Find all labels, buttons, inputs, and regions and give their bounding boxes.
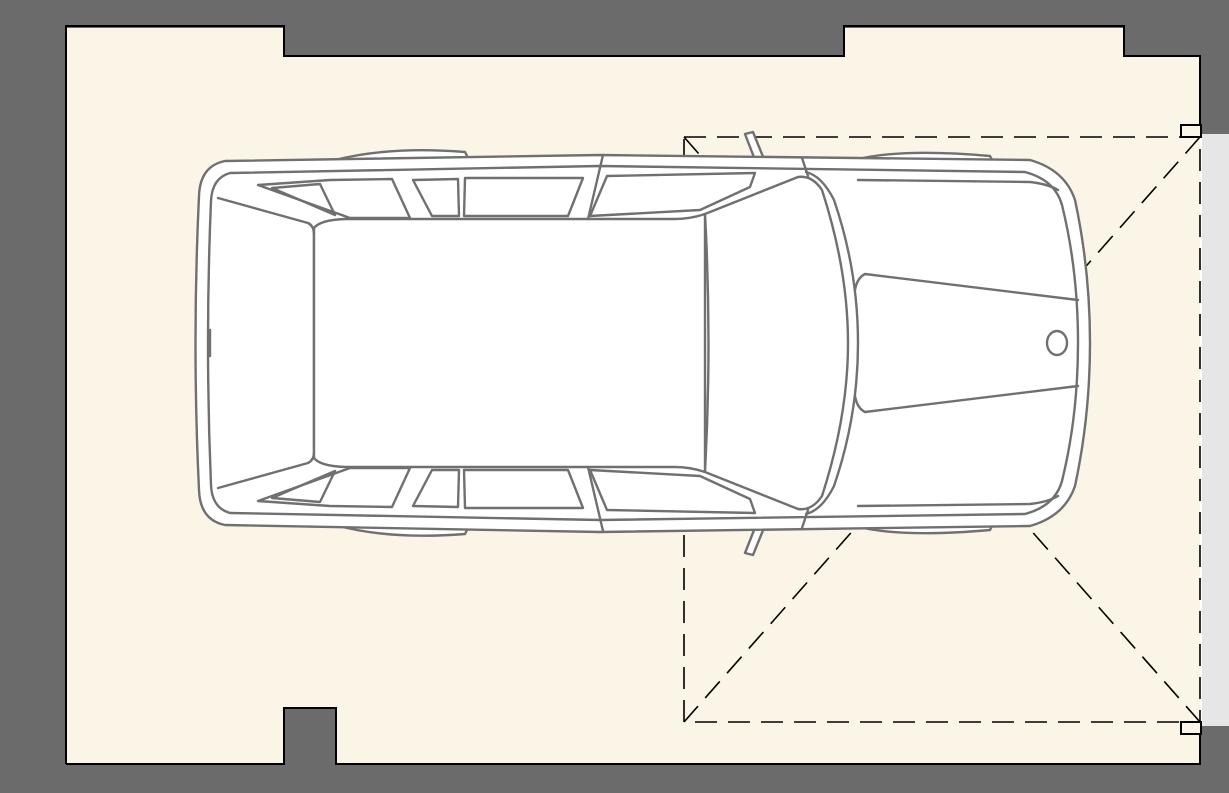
bonnet-crease-left: [853, 272, 1080, 302]
a-pillar-right: [800, 508, 810, 530]
bonnet-badge: [1045, 329, 1069, 357]
wall-bottom: [0, 764, 1229, 793]
rear-door-window-right-b: [462, 468, 585, 510]
a-pillar-left: [800, 156, 810, 178]
pier-top-middle: [284, 26, 844, 56]
door-swing-area: [683, 136, 1201, 723]
door-hinge-bottom: [1180, 721, 1202, 735]
door-hinge-top: [1180, 124, 1202, 138]
bonnet-crease-right: [853, 384, 1080, 414]
rear-door-window-left-b: [462, 176, 585, 218]
rear-quarter-window-left-inner: [270, 182, 337, 217]
floor-outline-bottom: [66, 707, 1201, 765]
wall-top: [0, 0, 1229, 28]
car-body-inner: [206, 164, 1080, 522]
front-bumper-left: [856, 178, 1060, 192]
door-seam-right: [586, 465, 605, 533]
door-seam-left: [586, 153, 605, 221]
pier-top-right: [1124, 26, 1202, 56]
car-roof: [312, 212, 707, 474]
windshield-frame: [804, 170, 860, 516]
front-door-window-left: [588, 171, 757, 218]
rear-door-window-right-a: [411, 468, 461, 509]
wall-right-lower: [1200, 726, 1229, 793]
front-bumper-right: [856, 494, 1060, 508]
windshield: [703, 175, 850, 511]
door-swing-indicator: [683, 124, 1202, 735]
front-door-window-right: [588, 468, 757, 515]
wall-right-upper: [1200, 0, 1229, 134]
wall-left: [0, 0, 66, 793]
floor-outline: [65, 25, 1201, 764]
door-opening: [1202, 134, 1229, 726]
side-windows-left: [256, 153, 757, 221]
rear-quarter-window-right-inner: [270, 469, 337, 504]
car-top-view-icon: [194, 130, 1092, 557]
rear-door-window-left-a: [411, 177, 461, 218]
side-windows-right: [256, 465, 757, 533]
pier-bottom-left: [284, 708, 336, 766]
